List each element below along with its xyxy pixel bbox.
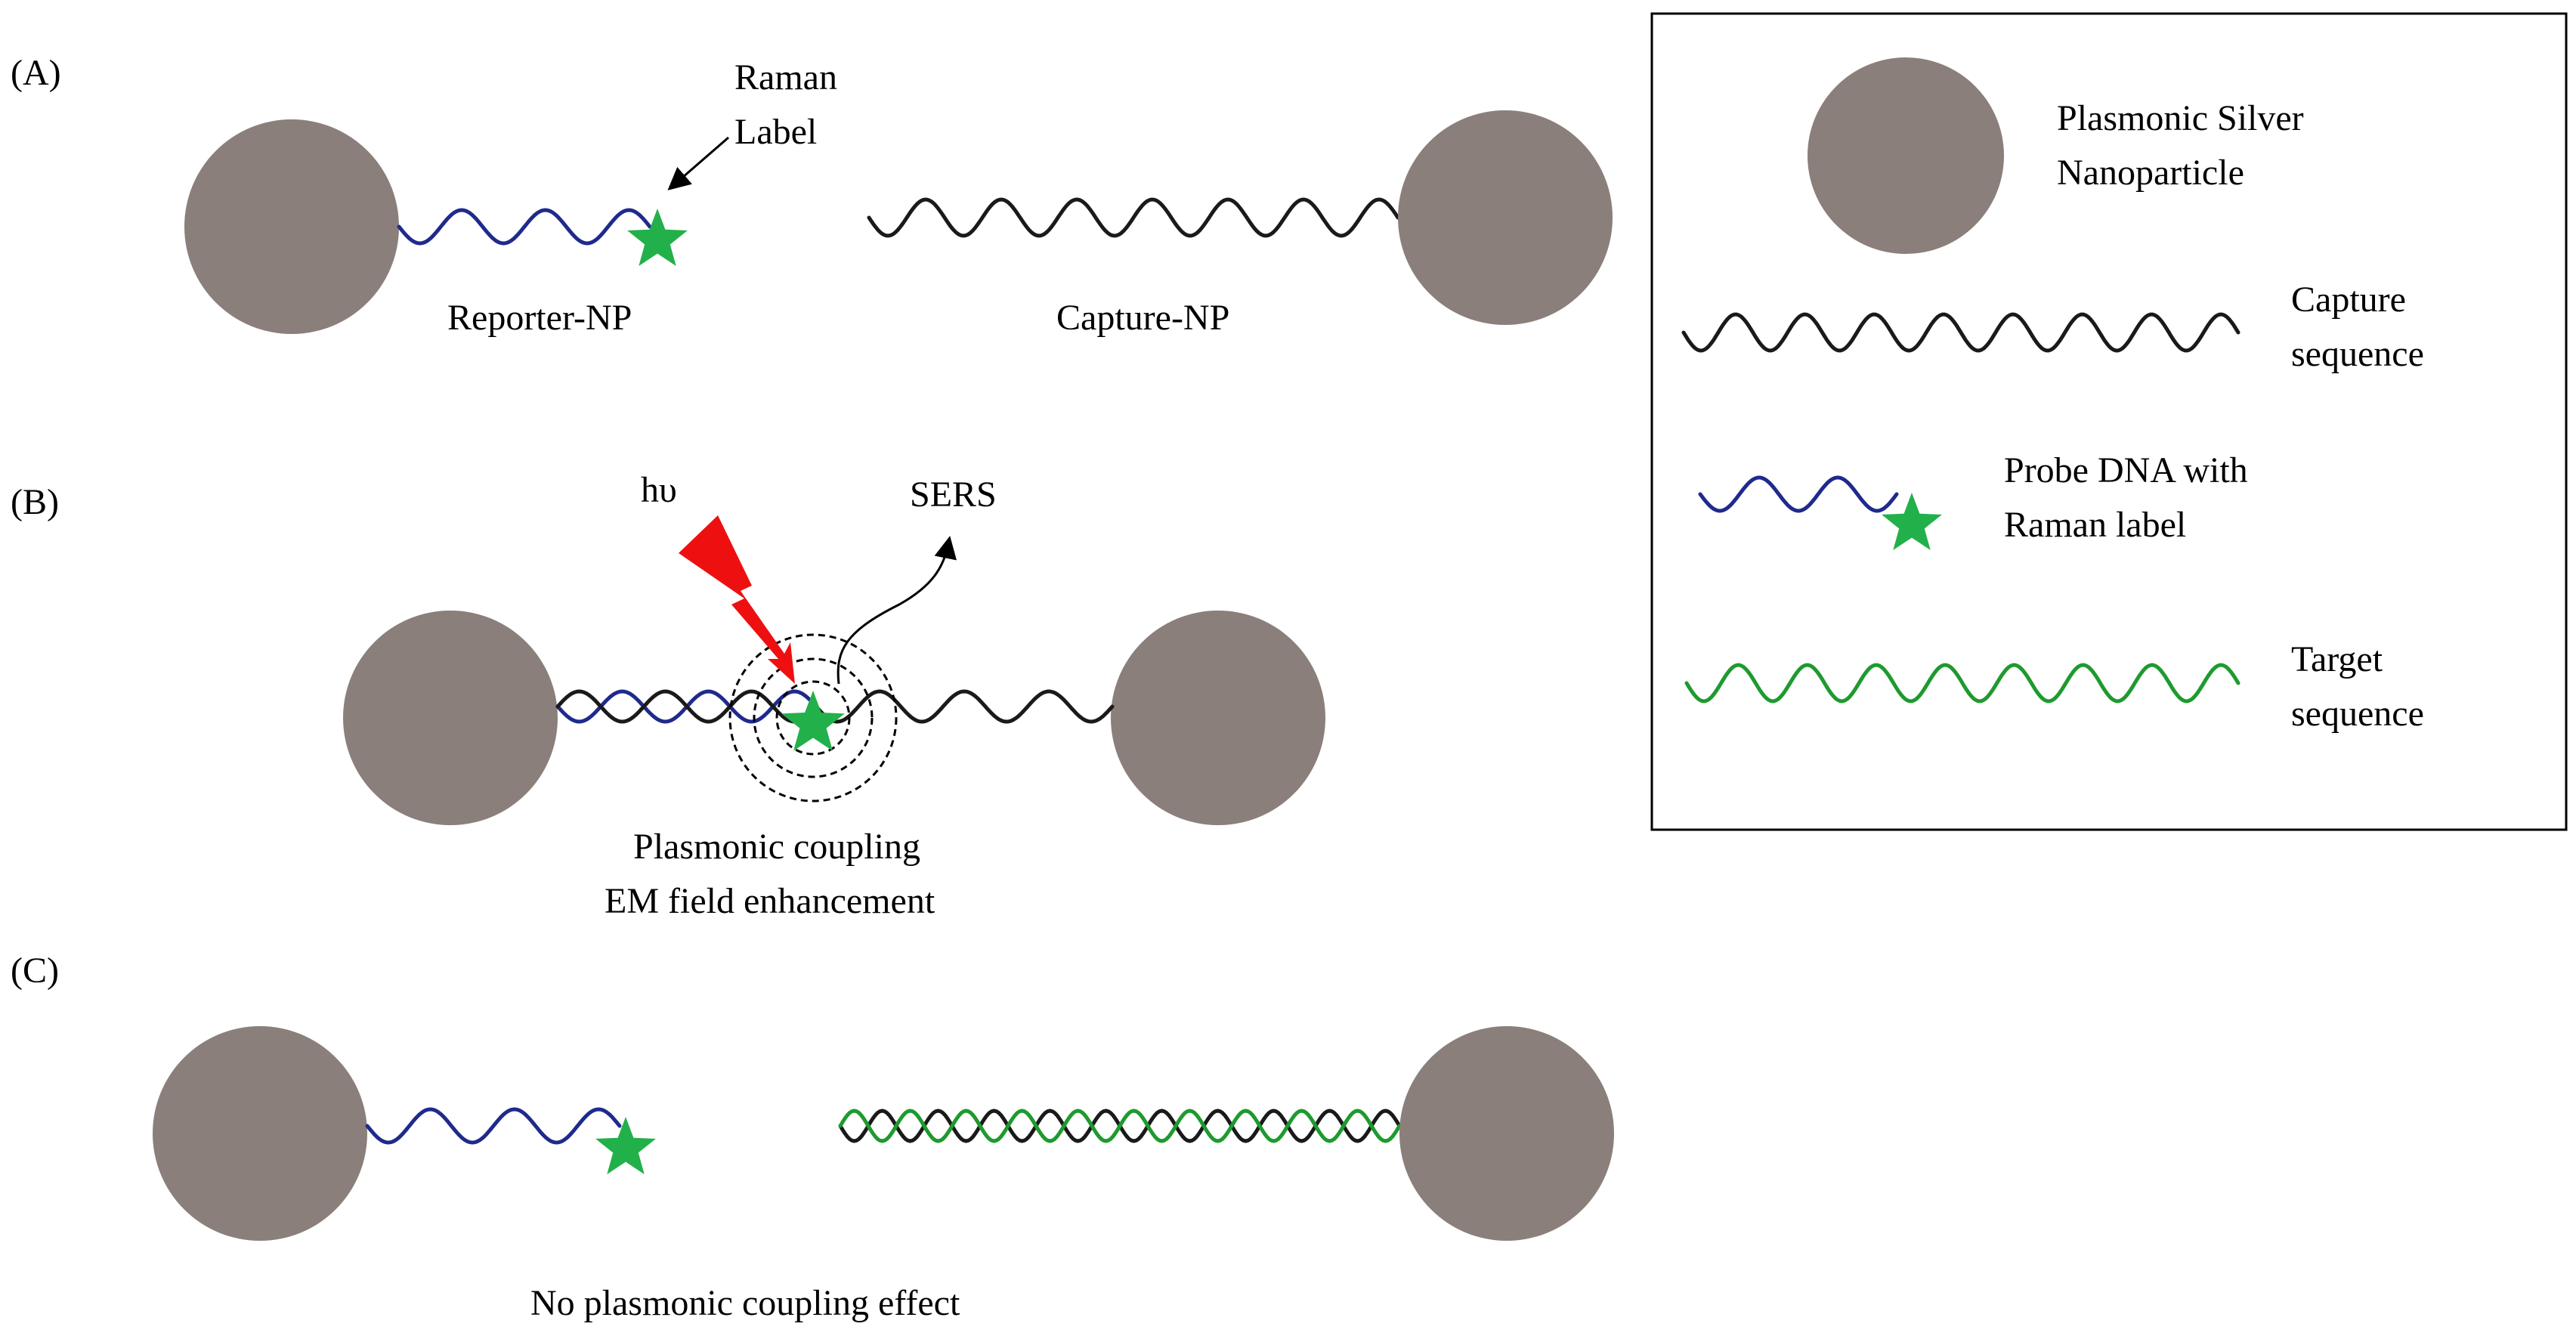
panel-c-target-strand <box>838 1109 1402 1143</box>
legend-probe-line2: Raman label <box>2004 505 2186 545</box>
photon-lightning-bolt-icon <box>679 515 795 684</box>
legend-probe-line1: Probe DNA with <box>2004 450 2248 490</box>
panel-a-capture-strand <box>867 197 1400 238</box>
panel-b-right-nanoparticle <box>1111 611 1325 825</box>
field-ring-middle <box>753 657 874 778</box>
legend-nanoparticle-line2: Nanoparticle <box>2057 153 2244 193</box>
panel-c-probe-strand <box>365 1107 622 1145</box>
legend-target-line2: sequence <box>2291 694 2424 734</box>
raman-label-line2: Label <box>734 112 817 152</box>
panel-b-tag: (B) <box>11 482 59 522</box>
panel-c-capture-nanoparticle <box>1399 1026 1614 1241</box>
legend-target-strand-icon <box>1684 663 2240 704</box>
coupling-label-line2: EM field enhancement <box>605 881 935 921</box>
panel-c-tag: (C) <box>11 951 59 991</box>
panel-a-tag: (A) <box>11 53 61 93</box>
legend-capture-strand-icon <box>1681 312 2240 353</box>
reporter-nanoparticle <box>184 119 399 334</box>
panel-b-capture-strand <box>814 689 1115 724</box>
capture-nanoparticle <box>1398 110 1613 325</box>
raman-label-arrow <box>667 136 729 190</box>
panel-c-reporter-nanoparticle <box>153 1026 367 1241</box>
reporter-np-label: Reporter-NP <box>447 298 632 338</box>
legend-probe-strand-icon <box>1698 475 1899 513</box>
photon-label: hυ <box>641 470 677 510</box>
panel-a-raman-star <box>627 209 688 266</box>
panel-a-probe-strand <box>397 208 652 246</box>
legend-raman-star-icon <box>1882 493 1942 550</box>
panel-b-raman-star <box>781 691 845 751</box>
capture-np-label: Capture-NP <box>1056 298 1229 338</box>
sers-emission-arrow <box>837 536 957 685</box>
legend-capture-line2: sequence <box>2291 334 2424 374</box>
panel-b-capture-strand-duplex <box>555 689 818 724</box>
legend-target-line1: Target <box>2291 639 2383 679</box>
panel-c-raman-star <box>595 1117 656 1174</box>
legend-nanoparticle-icon <box>1808 57 2004 254</box>
legend-nanoparticle-line1: Plasmonic Silver <box>2057 98 2304 138</box>
field-ring-outer <box>728 633 898 802</box>
raman-label-line1: Raman <box>734 57 837 97</box>
sers-label: SERS <box>910 475 997 515</box>
field-ring-inner <box>775 680 851 756</box>
legend-capture-line1: Capture <box>2291 280 2406 320</box>
coupling-label-line1: Plasmonic coupling <box>633 827 920 867</box>
panel-b-left-nanoparticle <box>343 611 558 825</box>
no-coupling-label: No plasmonic coupling effect <box>530 1283 960 1323</box>
